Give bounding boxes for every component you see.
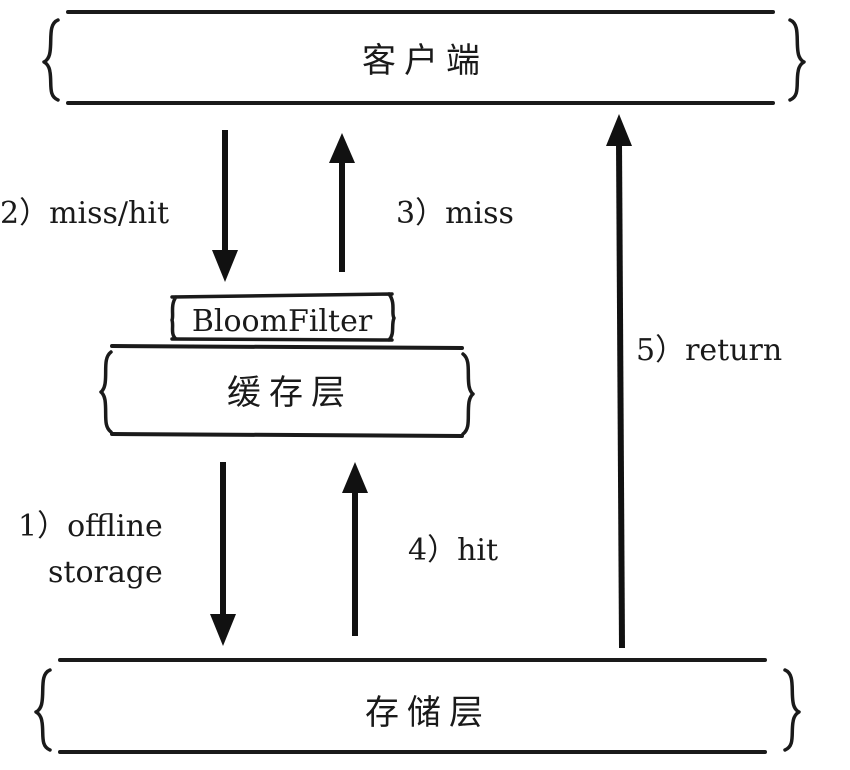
arrow-cache-to-storage [210,462,236,646]
arrow-storage-to-client [606,114,632,649]
cache-right-brace [461,352,475,436]
cache-label: 缓存层 [227,373,353,413]
storage-label: 存储层 [365,693,491,733]
arrow-bloomfilter-to-client [329,133,355,272]
storage-right-brace [783,668,801,752]
bloom-filter: BloomFilter [170,292,396,342]
step-1-label-line2: storage [48,555,163,590]
cache-bottom-line [110,432,464,438]
client-left-brace [42,18,60,102]
step-1-label-line1: 1）offline [18,509,163,544]
client-layer: 客户端 [42,10,806,105]
cache-layer: 缓存层 [99,344,475,438]
bloom-filter-box [170,292,396,342]
arrow-client-to-bloomfilter [212,130,238,282]
arrow-storage-to-cache [342,462,368,636]
storage-left-brace [34,668,52,752]
step-2-label: 2）miss/hit [0,196,169,231]
client-label: 客户端 [362,41,488,81]
client-right-brace [788,18,806,102]
step-3-label: 3）miss [396,196,514,231]
step-5-label: 5）return [636,333,782,368]
cache-top-line [110,344,464,350]
step-4-label: 4）hit [408,533,498,568]
storage-layer: 存储层 [34,658,801,754]
bloom-filter-label: BloomFilter [192,304,373,339]
cache-left-brace [99,350,113,434]
